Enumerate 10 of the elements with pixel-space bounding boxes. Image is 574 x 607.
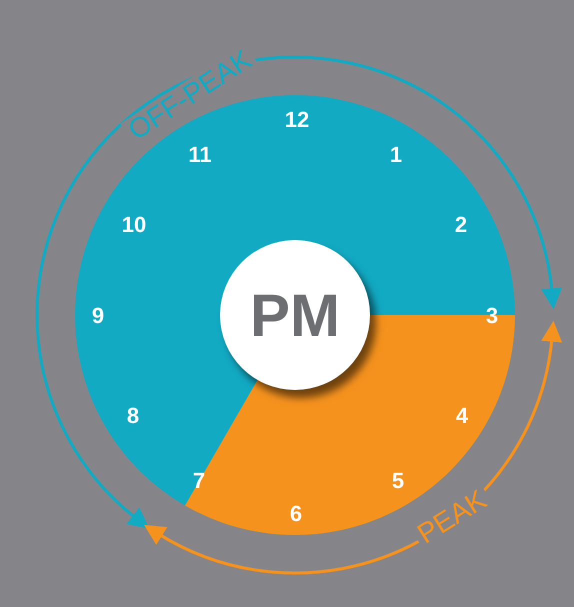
hour-number: 8 [126, 405, 140, 427]
hour-number: 2 [454, 214, 468, 236]
hour-number: 10 [122, 214, 146, 236]
hour-number: 4 [456, 405, 468, 427]
hour-number: 7 [192, 470, 206, 492]
hour-number: 5 [392, 470, 404, 492]
hour-number: 9 [92, 305, 104, 327]
hour-number: 6 [290, 503, 302, 525]
hour-number: 12 [284, 109, 310, 131]
hour-number: 1 [390, 144, 402, 166]
